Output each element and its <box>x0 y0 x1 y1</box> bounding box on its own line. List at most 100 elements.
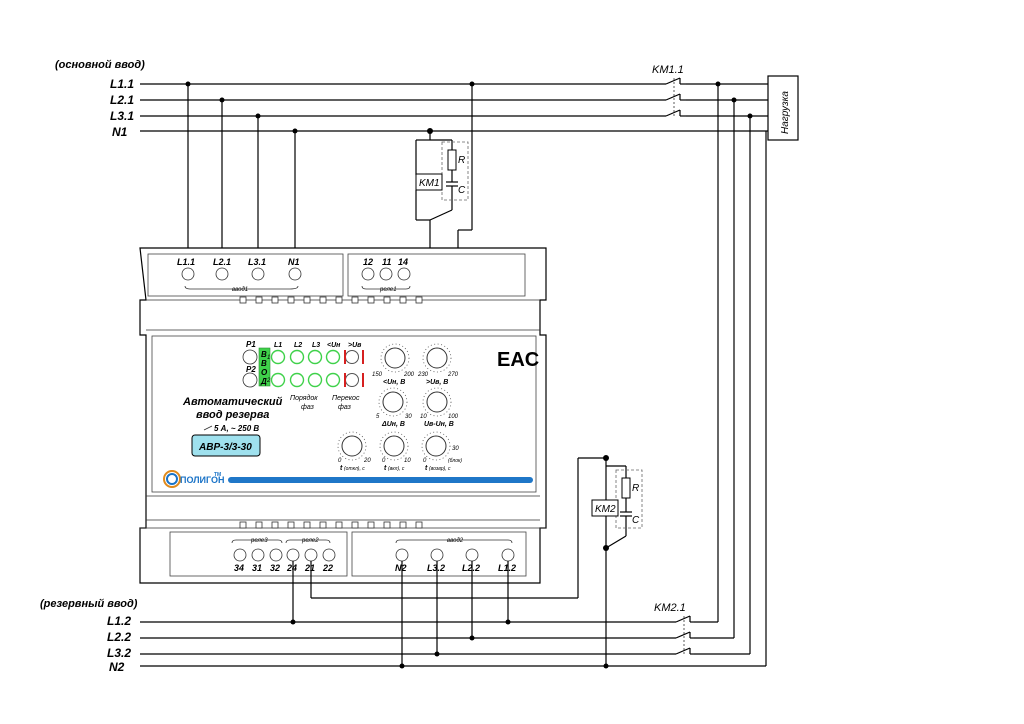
led-col-label-l2: L2 <box>294 342 302 349</box>
top-terminal-label-n1: N1 <box>288 257 300 267</box>
brand-tm: ТМ <box>214 472 221 478</box>
vvod-indicator-strip <box>258 347 271 387</box>
terminal-l31 <box>251 267 265 281</box>
knob-t-off-t: t <box>340 465 343 472</box>
phase-order-label-1: Порядок <box>290 394 318 402</box>
knob-un-max: 200 <box>403 372 415 378</box>
model-plate <box>191 434 261 457</box>
knob-delta-un-label: ΔUн, В <box>381 421 405 428</box>
line-label-n1: N1 <box>112 125 128 139</box>
terminal-label-31: 31 <box>252 563 262 573</box>
vvod-num-1: 1 <box>267 355 270 361</box>
led-label-p2: P2 <box>246 365 256 374</box>
terminal-22 <box>322 548 336 562</box>
vvod-letter-1: В <box>261 350 267 359</box>
led-col-label-uv: >Uв <box>348 342 362 349</box>
load-label: Нагрузка <box>780 91 791 134</box>
vvod-letter-2: В <box>261 359 267 368</box>
line-label-l12: L1.2 <box>107 614 131 628</box>
terminal-11 <box>379 267 393 281</box>
knob-uv-min: 230 <box>417 372 429 378</box>
vvod-letter-4: Д <box>260 377 267 386</box>
brand-name: ПОЛИГОН <box>180 475 225 485</box>
relay2-label: реле2 <box>301 538 319 544</box>
knob-t-return-min: 0 <box>423 458 427 464</box>
knob-t-off[interactable] <box>337 431 367 461</box>
load-feed-verticals <box>715 81 767 666</box>
km1-contact-label: KM1.1 <box>652 64 684 76</box>
terminal-32 <box>269 548 283 562</box>
km2-contact-label: KM2.1 <box>654 602 686 614</box>
km1-r-label: R <box>458 155 465 166</box>
line-label-l21: L2.1 <box>110 93 134 107</box>
line-label-l22: L2.2 <box>107 630 131 644</box>
km2-coil-circuit <box>603 455 643 669</box>
knob-delta-un-min: 5 <box>376 414 380 420</box>
knob-un[interactable] <box>380 343 410 373</box>
knob-t-on-max: 10 <box>404 458 411 464</box>
device-rating: 5 А, ~ 250 В <box>214 424 259 433</box>
reserve-input-caption: (резервный ввод) <box>40 598 138 610</box>
device-title-line1: Автоматический <box>182 396 283 408</box>
knob-t-on-min: 0 <box>382 458 386 464</box>
knob-t-return-label: (возвр), с <box>429 466 451 472</box>
knob-t-off-label: (откл), с <box>344 466 365 472</box>
relay1-label: реле1 <box>379 287 397 293</box>
terminal-l11 <box>181 267 195 281</box>
knob-t-off-max: 20 <box>363 458 371 464</box>
top-terminal-label-l31: L3.1 <box>248 257 266 267</box>
terminal-24 <box>286 548 300 562</box>
phase-skew-label-2: фаз <box>338 404 352 411</box>
terminal-l22 <box>465 548 479 562</box>
terminal-l12 <box>501 548 515 562</box>
terminal-label-24: 24 <box>286 563 297 573</box>
eac-mark: EAC <box>497 349 539 371</box>
knob-t-return[interactable] <box>421 431 451 461</box>
km2-coil-box <box>591 499 619 517</box>
switch-symbol <box>203 425 213 431</box>
brand-stripe <box>228 477 533 483</box>
top-vent-slots <box>239 296 423 304</box>
knob-delta-un-max: 30 <box>405 414 412 420</box>
terminal-21 <box>304 548 318 562</box>
bottom-vent-slots <box>239 521 423 529</box>
led-col-label-un: <Uн <box>327 342 341 349</box>
device-model: АВР-3/3-30 <box>198 442 252 453</box>
knob-uv[interactable] <box>422 343 452 373</box>
km1-coil-box <box>415 173 443 191</box>
terminal-14 <box>397 267 411 281</box>
top-terminal-label-l11: L1.1 <box>177 257 195 267</box>
km1-contact-symbol <box>665 77 686 117</box>
led-p2 <box>242 372 258 388</box>
line-label-n2: N2 <box>109 660 125 674</box>
reserve-input-drops <box>290 457 606 669</box>
knob-uv-un[interactable] <box>422 387 452 417</box>
knob-uv-label: >Uв, В <box>426 379 448 386</box>
relay1-terminal-label-11: 11 <box>382 257 391 267</box>
knob-t-on[interactable] <box>379 431 409 461</box>
km2-c-label: C <box>632 515 640 526</box>
top-terminal-label-l21: L2.1 <box>213 257 231 267</box>
line-label-l11: L1.1 <box>110 77 134 91</box>
km1-coil-circuit <box>415 128 469 268</box>
knob-t-on-label: (вкл), с <box>388 466 405 472</box>
knob-delta-un[interactable] <box>378 387 408 417</box>
phase-order-label-2: фаз <box>301 404 315 411</box>
led-col-label-l1: L1 <box>274 342 282 349</box>
led-col-label-l3: L3 <box>312 342 320 349</box>
terminal-label-l32: L3.2 <box>427 563 445 573</box>
knob-t-return-extra: (блок) <box>448 458 462 464</box>
vvod-num-2: 2 <box>266 378 271 384</box>
terminal-label-22: 22 <box>322 563 333 573</box>
terminal-31 <box>251 548 265 562</box>
terminal-label-l12: L1.2 <box>498 563 516 573</box>
terminal-l32 <box>430 548 444 562</box>
knob-t-return-t: t <box>425 465 428 472</box>
relay1-terminal-label-14: 14 <box>398 257 408 267</box>
terminal-label-n2: N2 <box>395 563 407 573</box>
km2-r-label: R <box>632 483 639 494</box>
led-grid <box>270 349 364 388</box>
terminal-34 <box>233 548 247 562</box>
knob-un-min: 150 <box>372 372 383 378</box>
km2-contact-symbol <box>675 615 694 655</box>
